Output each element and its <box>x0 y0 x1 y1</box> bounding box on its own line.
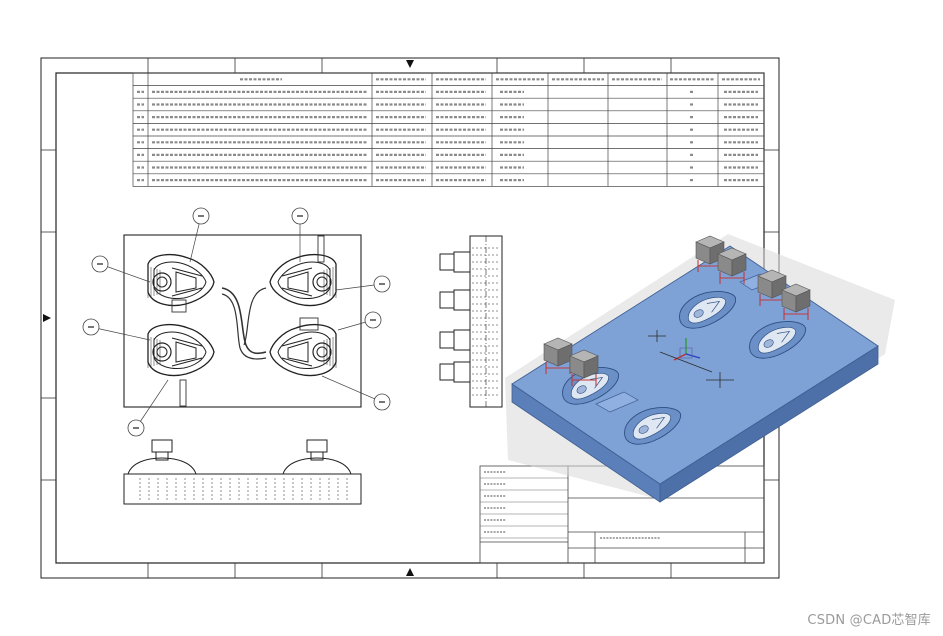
border-ticks <box>41 58 779 578</box>
balloon-callouts <box>82 207 391 437</box>
bill-of-materials-table <box>132 72 765 187</box>
side-view-right <box>439 235 503 408</box>
triangle-marker-icon <box>406 568 414 576</box>
plan-view <box>123 234 362 408</box>
fixture-3d-model <box>505 234 895 503</box>
plan-view-parts <box>147 253 337 377</box>
center-markers <box>43 60 414 576</box>
triangle-marker-icon <box>406 60 414 68</box>
triangle-marker-icon <box>43 314 51 322</box>
front-view-bottom <box>123 439 362 505</box>
watermark: CSDN @CAD芯智库 <box>807 613 931 628</box>
arrow-triad-icon <box>673 338 701 361</box>
